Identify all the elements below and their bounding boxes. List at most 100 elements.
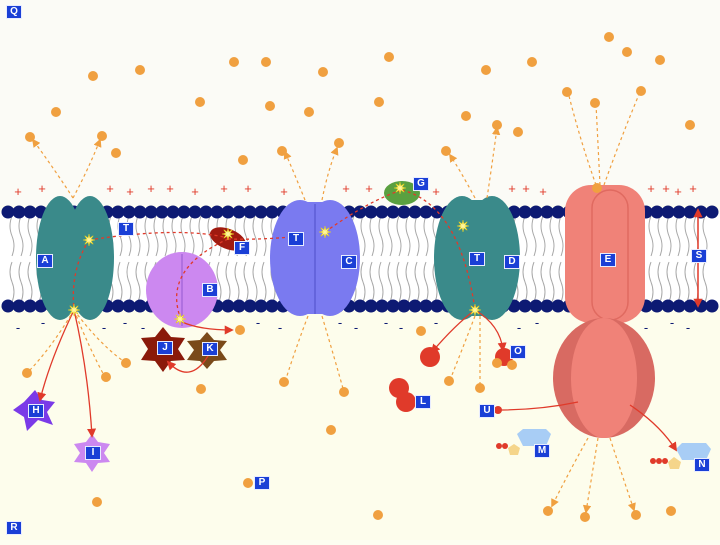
label-r[interactable]: R [6, 521, 22, 535]
label-a[interactable]: A [37, 254, 53, 268]
lipid-head [397, 299, 411, 313]
label-e[interactable]: E [600, 253, 616, 267]
lipid-tail [225, 261, 231, 303]
lipid-head [221, 299, 235, 313]
lipid-head [12, 205, 26, 219]
lipid-tail [540, 215, 546, 257]
label-h[interactable]: H [28, 404, 44, 418]
label-f[interactable]: F [234, 241, 250, 255]
ions [22, 32, 695, 522]
ion [513, 127, 523, 137]
plus-charge: + [539, 184, 547, 199]
lipid-head [23, 299, 37, 313]
messenger-dot [396, 392, 416, 412]
lipid-head [661, 205, 675, 219]
minus-charge: - [354, 320, 358, 335]
lipid-head [353, 299, 367, 313]
ion [101, 372, 111, 382]
minus-charge: - [278, 320, 282, 335]
activation-spark [456, 219, 470, 233]
lipid-head [188, 205, 202, 219]
messenger-dot [420, 347, 440, 367]
activation-spark [82, 233, 96, 247]
lipid-head [408, 299, 422, 313]
label-t-2[interactable]: T [288, 232, 304, 246]
membrane-charges: ++++++++++++++++++++----------------- [14, 181, 697, 335]
ion [384, 52, 394, 62]
lipid-tail [27, 261, 33, 303]
ion [685, 120, 695, 130]
minus-charge: - [16, 320, 20, 335]
minus-charge: - [123, 315, 127, 330]
ion [279, 377, 289, 387]
lipid-tail [414, 261, 420, 303]
label-c[interactable]: C [341, 255, 357, 269]
label-q[interactable]: Q [6, 5, 22, 19]
lipid-head [705, 299, 719, 313]
label-d[interactable]: D [504, 255, 520, 269]
label-j[interactable]: J [157, 341, 173, 355]
minus-charge: - [384, 315, 388, 330]
minus-charge: - [535, 315, 539, 330]
lipid-head [430, 299, 444, 313]
plus-charge: + [280, 184, 288, 199]
lipid-head [529, 205, 543, 219]
label-b[interactable]: B [202, 283, 218, 297]
activation-spark [393, 181, 407, 195]
ion [492, 120, 502, 130]
lipid-tail [522, 261, 528, 303]
lipid-head [265, 205, 279, 219]
lipid-tail [216, 261, 222, 303]
lipid-tail [135, 215, 141, 257]
lipid-tail [387, 261, 393, 303]
ion [334, 138, 344, 148]
label-i[interactable]: I [85, 446, 101, 460]
label-t-3[interactable]: T [469, 252, 485, 266]
label-s[interactable]: S [691, 249, 707, 263]
ion [51, 107, 61, 117]
lipid-tail [153, 215, 159, 257]
lipid-head [529, 299, 543, 313]
lipid-head [364, 205, 378, 219]
lipid-tail [135, 261, 141, 303]
plus-charge: + [38, 181, 46, 196]
ion [580, 512, 590, 522]
lipid-tail [675, 215, 681, 257]
label-u[interactable]: U [479, 404, 495, 418]
label-g[interactable]: G [413, 177, 429, 191]
lipid-head [551, 299, 565, 313]
lipid-tail [360, 261, 366, 303]
lipid-head [133, 205, 147, 219]
label-m[interactable]: M [534, 444, 550, 458]
label-o[interactable]: O [510, 345, 526, 359]
plus-charge: + [508, 181, 516, 196]
lipid-tail [648, 261, 654, 303]
lipid-tail [207, 215, 213, 257]
ion [195, 97, 205, 107]
protein-g-receptor [384, 181, 420, 205]
lipid-head [364, 299, 378, 313]
plus-charge: + [522, 181, 530, 196]
lipid-tail [261, 215, 267, 257]
label-l[interactable]: L [415, 395, 431, 409]
lipid-tail [378, 261, 384, 303]
lipid-head [551, 205, 565, 219]
ion [527, 57, 537, 67]
ion [604, 32, 614, 42]
label-n[interactable]: N [694, 458, 710, 472]
label-k[interactable]: K [202, 342, 218, 356]
lipid-tail [531, 261, 537, 303]
label-p[interactable]: P [254, 476, 270, 490]
lipid-tail [126, 261, 132, 303]
lipid-head [254, 299, 268, 313]
lipid-head [650, 299, 664, 313]
ion [111, 148, 121, 158]
ion-flux-lines [26, 91, 641, 514]
lipid-tail [675, 261, 681, 303]
ion [243, 478, 253, 488]
plus-charge: + [365, 181, 373, 196]
molecule-m [496, 429, 551, 455]
label-t-1[interactable]: T [118, 222, 134, 236]
ion [97, 131, 107, 141]
lipid-tail [549, 261, 555, 303]
